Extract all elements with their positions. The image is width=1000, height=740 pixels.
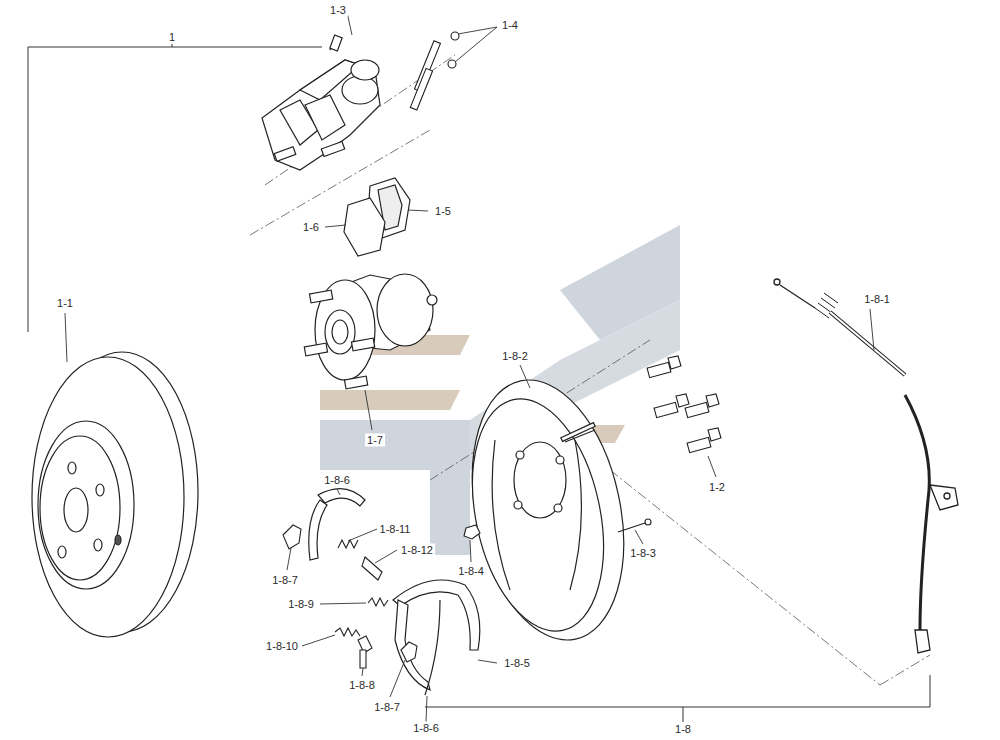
callout-number: 1-8-11 (378, 523, 413, 536)
callout-number: 1 (167, 31, 177, 44)
callout-number: 1-8-3 (628, 547, 658, 560)
callout-number: 1-8-10 (264, 640, 300, 653)
callout-number: 1-8-2 (500, 350, 530, 363)
callout-number: 1-8-6 (322, 474, 352, 487)
bracket-lines (28, 44, 930, 722)
brake-rotor (32, 352, 198, 637)
callout-number: 1-3 (328, 4, 348, 17)
callout-number: 1-8-9 (286, 598, 316, 611)
small-pins (464, 430, 651, 539)
callout-number: 1-5 (433, 205, 453, 218)
callout-number: 1-7 (365, 434, 385, 447)
brake-caliper (262, 35, 380, 170)
brake-shoes (309, 489, 480, 695)
callout-number: 1-8 (673, 723, 693, 736)
callout-number: 1-1 (55, 297, 75, 310)
callout-number: 1-8-8 (347, 679, 377, 692)
callout-number: 1-8-12 (399, 544, 435, 557)
parking-brake-cable (774, 279, 958, 653)
callout-number: 1-8-6 (411, 722, 441, 735)
callout-number: 1-4 (500, 19, 520, 32)
backing-plate (450, 366, 646, 654)
leader-lines (65, 12, 874, 722)
callout-number: 1-8-7 (372, 701, 402, 714)
callout-number: 1-8-5 (502, 657, 532, 670)
hub-bolts (647, 356, 721, 453)
callout-number: 1-8-7 (270, 574, 300, 587)
guide-pins (410, 32, 459, 110)
springs-clips (283, 525, 417, 668)
dashed-alignment-lines (250, 55, 930, 685)
brake-pads (344, 178, 410, 256)
callout-number: 1-8-4 (456, 565, 486, 578)
callout-number: 1-2 (707, 481, 727, 494)
callout-number: 1-6 (301, 221, 321, 234)
callout-number: 1-8-1 (862, 293, 892, 306)
hub-bearing (304, 274, 437, 389)
